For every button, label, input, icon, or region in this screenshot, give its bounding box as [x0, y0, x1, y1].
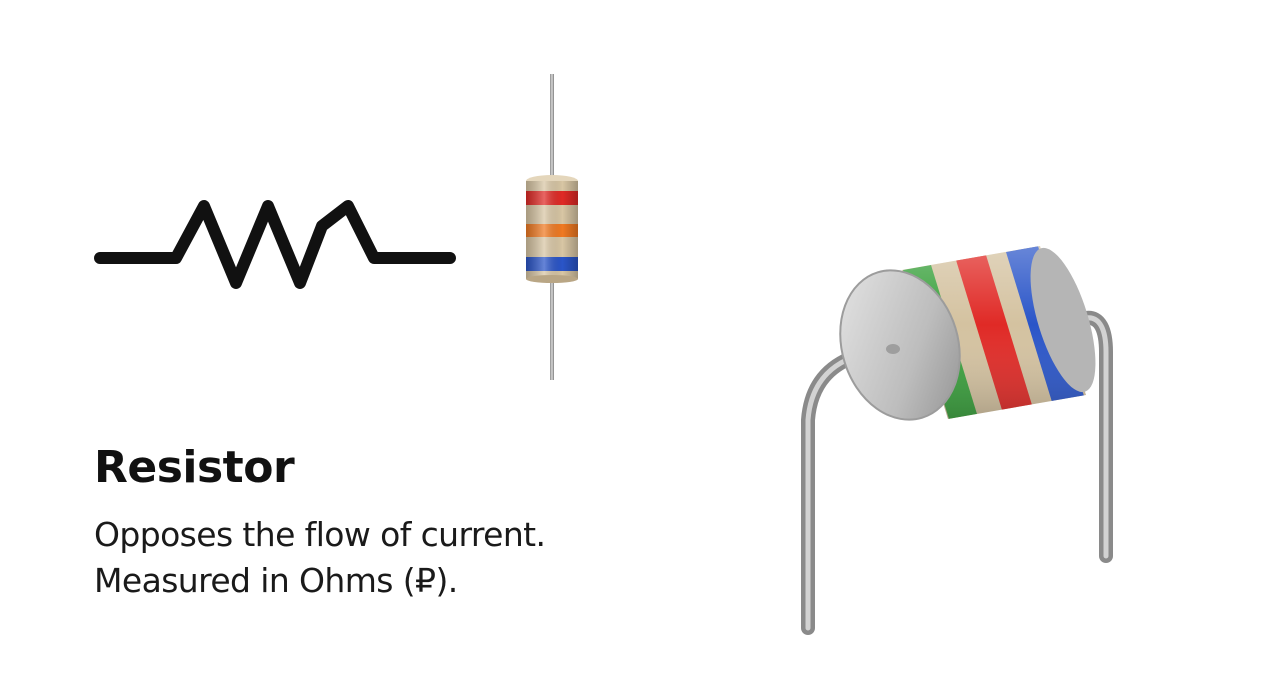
- description: Opposes the flow of current. Measured in…: [94, 512, 546, 604]
- description-line-2: Measured in Ohms (₽).: [94, 561, 458, 600]
- resistor-zigzag-icon: [94, 200, 456, 289]
- description-line-1: Opposes the flow of current.: [94, 515, 546, 554]
- axial-resistor-icon: [526, 74, 578, 380]
- resistor-3d-icon: [801, 246, 1113, 635]
- page-title: Resistor: [94, 442, 295, 493]
